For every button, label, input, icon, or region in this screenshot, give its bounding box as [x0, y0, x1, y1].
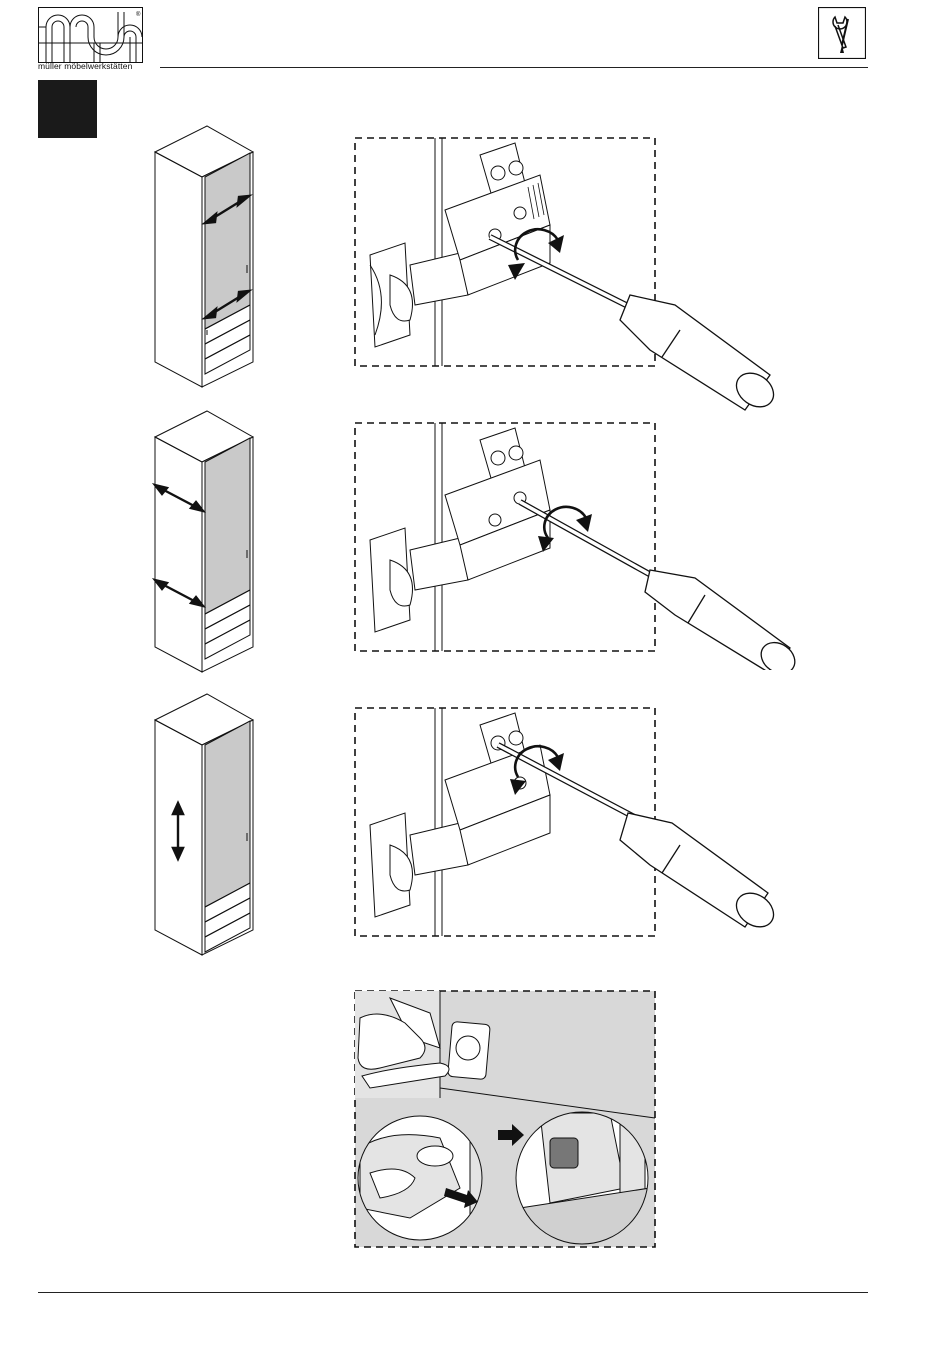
cabinet-depth-illustration [150, 125, 260, 390]
footer-divider [38, 1292, 868, 1293]
brand-name: müller möbelwerkstätten [38, 61, 158, 71]
wrench-screwdriver-icon [818, 7, 866, 59]
header-divider [160, 67, 868, 68]
step-number-box [38, 80, 97, 138]
hinge-side-adjust-panel [350, 420, 800, 670]
cabinet-height-illustration [150, 693, 260, 958]
hinge-release-panel [350, 988, 660, 1250]
hinge-height-adjust-panel [350, 705, 780, 945]
brand-logo-icon: ® [38, 7, 143, 63]
height-arrow-icon [173, 803, 183, 859]
cabinet-side-illustration [150, 410, 260, 675]
hinge-depth-adjust-panel [350, 135, 780, 415]
svg-text:®: ® [136, 11, 141, 18]
side-arrow-icon [155, 485, 203, 606]
